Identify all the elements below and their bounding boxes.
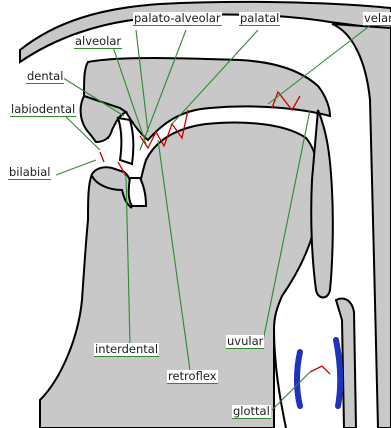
label-palato-alveolar: palato-alveolar: [133, 12, 222, 26]
vocal-fold-left: [297, 352, 300, 406]
label-dental: dental: [26, 70, 64, 84]
label-glottal: glottal: [232, 405, 271, 419]
label-interdental: interdental: [94, 343, 159, 357]
label-palatal: palatal: [239, 12, 280, 26]
label-bilabial: bilabial: [8, 166, 51, 180]
trachea-line: [274, 330, 286, 428]
vocal-fold-right: [336, 340, 340, 406]
uvula: [311, 110, 333, 298]
label-velar: velar: [363, 12, 391, 26]
label-retroflex: retroflex: [167, 370, 218, 384]
label-labiodental: labiodental: [10, 103, 76, 117]
label-uvular: uvular: [226, 335, 264, 349]
label-alveolar: alveolar: [74, 35, 122, 49]
upper-incisor: [118, 118, 133, 164]
